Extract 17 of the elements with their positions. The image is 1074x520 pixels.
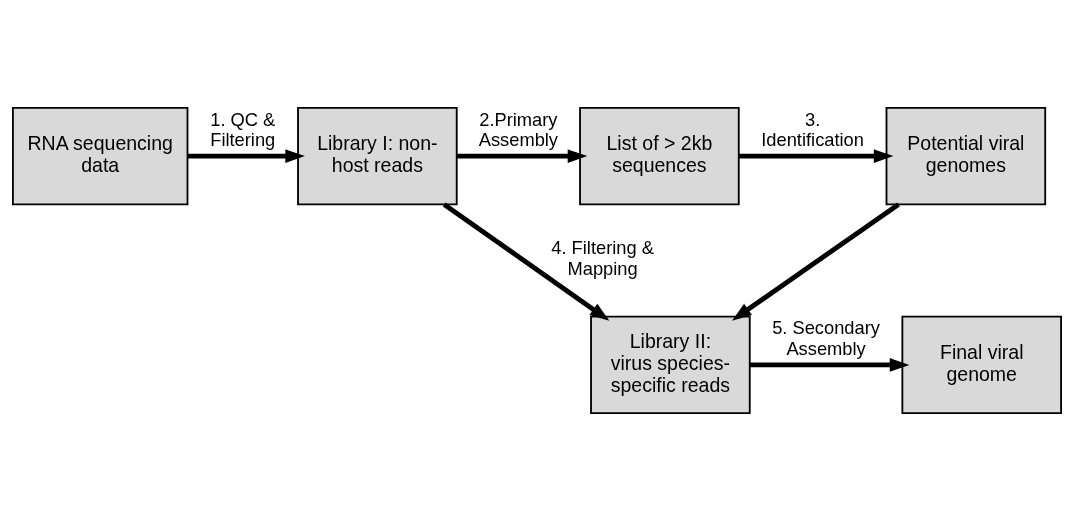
arrow: [187, 148, 305, 163]
node-box: Potential viral genomes: [885, 106, 1047, 205]
arrow: [442, 201, 610, 321]
node-box: RNA sequencing data: [12, 106, 189, 205]
node-box: Library I: non-host reads: [297, 106, 458, 205]
edge-label: 1. QC & Filtering: [210, 108, 276, 150]
edge-label: 5. Secondary Assembly: [772, 316, 880, 359]
edge-label: 4. Filtering & Mapping: [551, 236, 654, 279]
arrow: [739, 148, 894, 163]
node-box: Library II: virus species-specific reads: [590, 315, 751, 414]
arrow: [749, 357, 910, 372]
node-box: Final viral genome: [901, 315, 1062, 414]
node-box: List of > 2kb sequences: [579, 106, 740, 205]
arrow: [457, 148, 588, 163]
edge-label: 2.Primary Assembly: [478, 108, 559, 150]
arrow: [732, 201, 900, 321]
edge-label: 3. Identification: [761, 108, 864, 150]
